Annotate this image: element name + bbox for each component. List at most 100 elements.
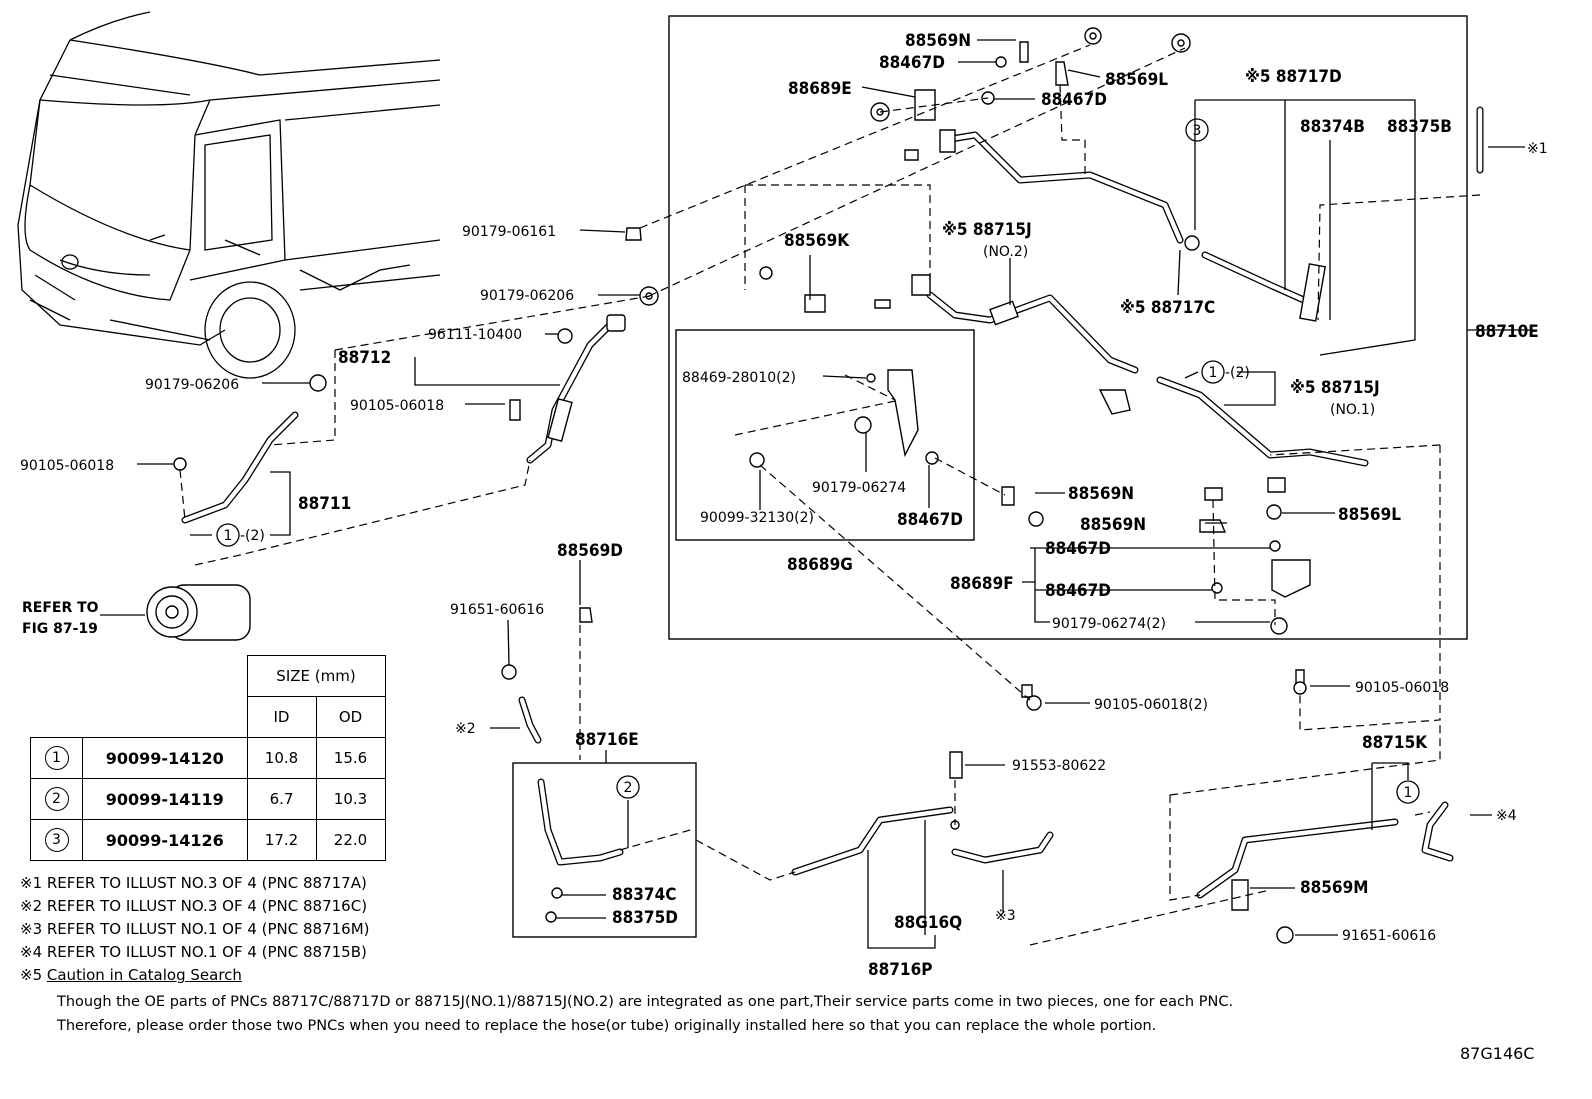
label-88716p: 88716P (868, 960, 932, 980)
label-88569n: 88569N (1080, 515, 1146, 535)
caution-link[interactable]: Caution in Catalog Search (46, 966, 242, 984)
label-no2: (NO.2) (983, 244, 1028, 260)
note-item: ※2 REFER TO ILLUST NO.3 OF 4 (PNC 88716C… (20, 897, 368, 915)
hose-size-table: SIZE (mm) ID OD 1 90099-14120 10.8 15.6 … (30, 655, 386, 861)
label-88467d: 88467D (879, 53, 945, 73)
label-88711: 88711 (298, 494, 351, 514)
id-cell: 6.7 (246, 778, 317, 820)
reference-notes: ※1 REFER TO ILLUST NO.3 OF 4 (PNC 88717A… (20, 872, 370, 987)
label-circle-qty: -(2) (240, 528, 265, 544)
label-circle-qty: -(2) (1225, 365, 1250, 381)
circle-1-marker: 1 (1209, 365, 1218, 381)
circle-1-marker: 1 (1404, 785, 1413, 801)
label-refer-to: REFER TO (22, 600, 99, 616)
guide-lines (179, 44, 1481, 946)
label-88717d: ※5 88717D (1245, 67, 1342, 87)
assembly-88716e-frame (512, 762, 697, 938)
figure-code: 87G146C (1460, 1044, 1535, 1063)
id-cell: 10.8 (246, 737, 317, 779)
label-90105-06018: 90105-06018 (350, 398, 444, 414)
small-parts (173, 27, 1311, 944)
col-od-header: OD (315, 696, 386, 738)
label-88689g: 88689G (787, 555, 853, 575)
label-90179-06206: 90179-06206 (480, 288, 574, 304)
note-item: ※1 REFER TO ILLUST NO.3 OF 4 (PNC 88717A… (20, 874, 367, 892)
assembly-88710e-frame (668, 15, 1468, 640)
ref-note-2: ※2 (455, 721, 476, 737)
footer-text: Though the OE parts of PNCs 88717C/88717… (57, 990, 1233, 1038)
label-90179-06274-2: 90179-06274(2) (1052, 616, 1166, 632)
size-header: SIZE (mm) (246, 655, 386, 697)
leader-lines (100, 39, 1530, 949)
table-row: 1 90099-14120 10.8 15.6 (30, 737, 386, 779)
label-88689e: 88689E (788, 79, 852, 99)
label-88467d: 88467D (897, 510, 963, 530)
note5-prefix: ※5 (20, 966, 47, 984)
label-88374b: 88374B (1300, 117, 1365, 137)
label-88375b: 88375B (1387, 117, 1452, 137)
part-number-cell: 90099-14126 (82, 819, 248, 861)
label-88569d: 88569D (557, 541, 623, 561)
label-88467d: 88467D (1045, 581, 1111, 601)
label-88716e: 88716E (575, 730, 639, 750)
circle-3-marker: 3 (1193, 123, 1202, 139)
label-88717c: ※5 88717C (1120, 298, 1215, 318)
label-91651-60616: 91651-60616 (1342, 928, 1436, 944)
label-88467d: 88467D (1041, 90, 1107, 110)
footer-line: Though the OE parts of PNCs 88717C/88717… (57, 994, 1234, 1010)
label-88375d: 88375D (612, 908, 678, 928)
label-88715j: ※5 88715J (1290, 378, 1380, 398)
label-88569k: 88569K (784, 231, 850, 251)
label-88569n: 88569N (905, 31, 971, 51)
label-88467d: 88467D (1045, 539, 1111, 559)
assembly-88689g-frame (675, 329, 975, 541)
label-96111-10400: 96111-10400 (428, 327, 522, 343)
footer-line: Therefore, please order those two PNCs w… (57, 1018, 1157, 1034)
label-fig-87-19: FIG 87-19 (22, 621, 98, 637)
circle-markers: 3 1 1 2 1 (216, 118, 1420, 804)
label-91651-60616: 91651-60616 (450, 602, 544, 618)
label-88569n: 88569N (1068, 484, 1134, 504)
label-88712: 88712 (338, 348, 391, 368)
circle-1-marker: 1 (224, 528, 233, 544)
label-90105-06018-2: 90105-06018(2) (1094, 697, 1208, 713)
table-row: 3 90099-14126 17.2 22.0 (30, 819, 386, 861)
label-88569m: 88569M (1300, 878, 1368, 898)
part-number-cell: 90099-14120 (82, 737, 248, 779)
label-90099-32130: 90099-32130(2) (700, 510, 814, 526)
table-row: 2 90099-14119 6.7 10.3 (30, 778, 386, 820)
circle-2-marker: 2 (44, 787, 69, 811)
circle-1-marker: 1 (44, 746, 69, 770)
label-88469-28010: 88469-28010(2) (682, 370, 796, 386)
od-cell: 10.3 (315, 778, 386, 820)
label-90179-06274: 90179-06274 (812, 480, 906, 496)
ref-note-4: ※4 (1496, 808, 1517, 824)
col-id-header: ID (246, 696, 317, 738)
label-88715j: ※5 88715J (942, 220, 1032, 240)
label-88g16q: 88G16Q (894, 913, 962, 933)
part-labels: 88569N 88467D 88569L 88689E 88467D ※5 88… (20, 31, 1548, 980)
label-88715k: 88715K (1362, 733, 1428, 753)
od-cell: 15.6 (315, 737, 386, 779)
compressor-illustration (146, 584, 251, 641)
circle-3-marker: 3 (44, 828, 69, 852)
label-88374c: 88374C (612, 885, 676, 905)
label-90179-06206: 90179-06206 (145, 377, 239, 393)
label-88569l: 88569L (1338, 505, 1401, 525)
label-91553-80622: 91553-80622 (1012, 758, 1106, 774)
label-90105-06018: 90105-06018 (20, 458, 114, 474)
label-88689f: 88689F (950, 574, 1014, 594)
label-90179-06161: 90179-06161 (462, 224, 556, 240)
note-item: ※5 Caution in Catalog Search (20, 964, 370, 987)
circle-2-marker: 2 (624, 780, 633, 796)
ref-note-3: ※3 (995, 908, 1016, 924)
part-number-cell: 90099-14119 (82, 778, 248, 820)
label-no1: (NO.1) (1330, 402, 1375, 418)
od-cell: 22.0 (315, 819, 386, 861)
label-88569l: 88569L (1105, 70, 1168, 90)
id-cell: 17.2 (246, 819, 317, 861)
label-88710e: 88710E (1475, 322, 1539, 342)
note-item: ※3 REFER TO ILLUST NO.1 OF 4 (PNC 88716M… (20, 920, 370, 938)
ref-note-1: ※1 (1527, 141, 1548, 157)
